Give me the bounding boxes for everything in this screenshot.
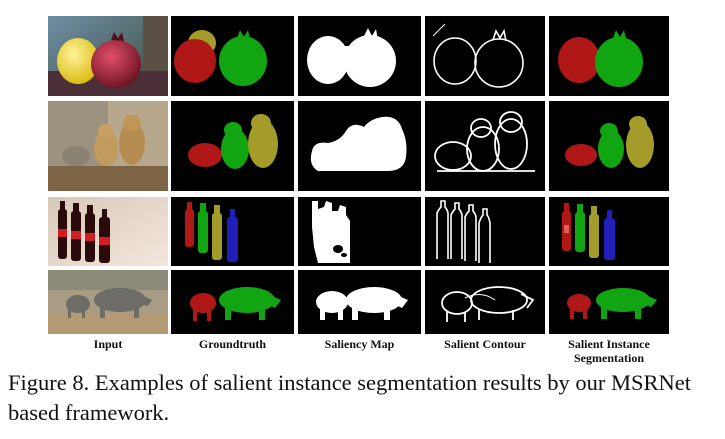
column-label-salient-contour: Salient Contour [444,337,526,351]
salient-contour-rhinos [425,270,545,334]
column-label-saliency-map: Saliency Map [324,337,395,351]
saliency-map-bottles [298,197,421,266]
salient-contour-fruit [425,16,545,96]
input-image-prairie-dogs [48,101,168,191]
groundtruth-rhinos [171,270,294,334]
input-image-rhinos [48,270,168,334]
groundtruth-fruit [171,16,294,96]
input-image-fruit [48,16,168,96]
saliency-map-prairie-dogs [298,101,421,191]
groundtruth-bottles [171,197,294,266]
saliency-map-rhinos [298,270,421,334]
salient-instance-segmentation-prairie-dogs [549,101,669,191]
salient-instance-segmentation-fruit [549,16,669,96]
saliency-map-fruit [298,16,421,96]
groundtruth-prairie-dogs [171,101,294,191]
figure-caption: Figure 8. Examples of salient instance s… [8,370,692,425]
column-label-input: Input [93,337,123,351]
input-image-bottles [48,197,168,266]
column-label-salient-instance-segmentation: Salient Instance Segmentation [568,337,650,365]
salient-instance-segmentation-rhinos [549,270,669,334]
salient-contour-prairie-dogs [425,101,545,191]
figure-grid [48,16,669,334]
salient-contour-bottles [425,197,545,266]
column-label-groundtruth: Groundtruth [198,337,267,351]
salient-instance-segmentation-bottles [549,197,669,266]
